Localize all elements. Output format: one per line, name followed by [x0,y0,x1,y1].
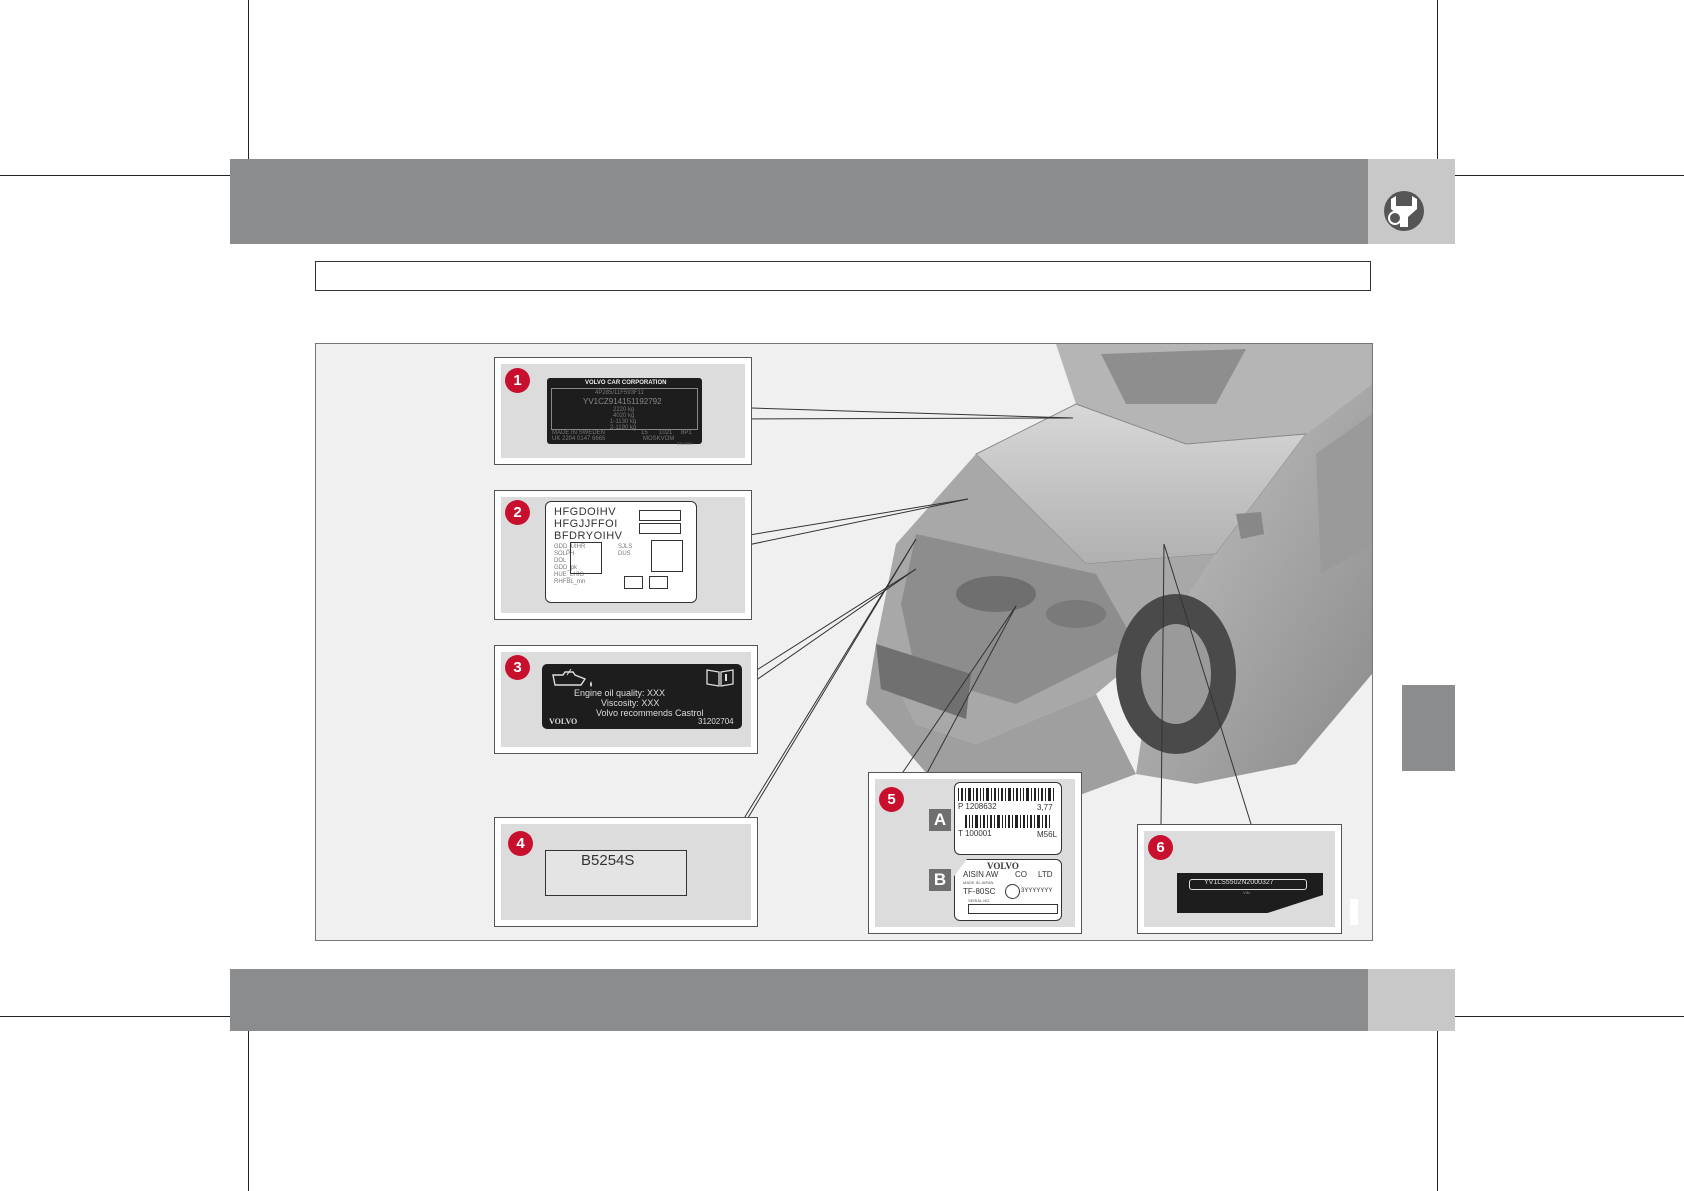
section-title-box [315,261,1371,291]
letter-a: A [929,809,951,831]
label-a-ratio: 3,77 [1037,803,1053,812]
label-2-small-mid-2: DUS [618,551,631,557]
barcode-bottom [965,815,1050,828]
label-2-small-2: SOLPH [554,551,575,557]
label-2-card: HFGDOIHV HFGJJFFOI BFDRYOIHV GDD_UIHR SO… [545,501,697,603]
panel-3-oil-label: 3 Engine oil quality: XXX Viscosity: XXX… [494,645,758,754]
oil-part-number: 31202704 [698,717,734,726]
type-plate-corporation: VOLVO CAR CORPORATION [585,380,667,386]
footer-page-cell [1368,969,1455,1031]
oil-label: Engine oil quality: XXX Viscosity: XXX V… [542,664,742,729]
manual-book-icon [706,669,734,687]
type-plate-tiny-code: 5314000 [677,441,693,446]
label-b-circle [1005,884,1020,899]
panel-5-gearbox-labels: 5 A B P 1208632 3,77 T 100001 M56L VOLVO… [868,772,1082,934]
label-b-maker-3: LTD [1038,870,1053,879]
label-2-line-2: HFGJJFFOI [554,518,618,530]
header-icon-cell [1368,159,1455,244]
label-b-model: TF-80SC [963,887,996,896]
label-2-small-5: HUE_LHIG [554,572,585,578]
vin-strip-tiny: VIN [1243,890,1250,895]
crop-mark [0,1016,230,1017]
label-a-t: T 100001 [958,829,992,838]
vin-strip-window [1189,879,1307,890]
panel-4-engine-code: 4 B5254S [494,817,758,927]
badge-2: 2 [505,500,530,525]
label-a-card: P 1208632 3,77 T 100001 M56L [954,782,1062,855]
label-2-box-b [639,523,681,534]
type-plate-bottom-mid2: 1021 [659,430,673,436]
vin-strip-text: YV1LS5502N2000327 [1204,879,1274,886]
type-plate-bottom-mid: 15 [641,430,648,436]
footer-band [230,969,1368,1031]
label-2-box-a [639,510,681,521]
badge-6: 6 [1148,835,1173,860]
chapter-side-tab [1402,685,1455,771]
letter-b: B [929,869,951,891]
crop-mark [1455,1016,1684,1017]
label-2-small-mid-1: SJLS [618,544,633,550]
type-plate-type-code: 4P285/11F593F11 [595,390,644,396]
car-illustration [718,344,1372,867]
label-b-maker-1: AISIN AW [963,870,999,879]
label-2-small-3: DOL [554,558,567,564]
label-2-rect-d [649,576,668,589]
badge-1: 1 [505,368,530,393]
crop-mark [248,1031,249,1191]
type-plate-made-in: MADE IN SWEDEN [552,430,606,436]
figure-marker [1350,899,1358,925]
type-plate-vin: YV1CZ914151192792 [583,397,662,406]
crop-mark [248,0,249,176]
label-location-figure: 1 VOLVO CAR CORPORATION 4P285/11F593F11 … [315,343,1373,941]
label-b-yyyy: 3YYYYYYY [1021,888,1053,894]
crop-mark [1437,0,1438,176]
type-plate-code-right: 8P1 [681,430,692,436]
type-plate-bottom-right: MOSKVOM [643,436,675,442]
type-plate-frame [551,388,698,430]
oil-recommend-text: Volvo recommends Castrol [596,708,704,718]
label-b-brand: VOLVO [987,861,1019,871]
barcode-top [958,788,1054,801]
label-b-made: MADE IN JAPAN [963,880,994,885]
label-2-rect-c [624,576,643,589]
label-b-card: VOLVO AISIN AW CO LTD MADE IN JAPAN TF-8… [954,859,1062,921]
label-a-code: M56L [1037,830,1058,839]
label-2-line-1: HFGDOIHV [554,506,617,518]
type-plate-weight-2: 4020 kg [613,413,635,419]
badge-5: 5 [879,787,904,812]
label-2-small-1: GDD_UIHR [554,544,586,550]
label-2-small-6: RHFBL_mn [554,579,586,585]
panel-2-label: 2 HFGDOIHV HFGJJFFOI BFDRYOIHV GDD_UIHR … [494,490,752,620]
label-2-square-b [651,540,683,572]
engine-code-text: B5254S [581,852,635,869]
panel-6-vin-label: 6 YV1LS5502N2000327 VIN [1137,824,1342,934]
panel-1-type-plate: 1 VOLVO CAR CORPORATION 4P285/11F593F11 … [494,357,752,465]
label-2-small-4: GDD_pk [554,565,578,571]
label-a-p: P 1208632 [958,802,997,811]
type-plate-weight-4: 2-1190 kg [610,425,637,431]
type-plate-label: VOLVO CAR CORPORATION 4P285/11F593F11 YV… [547,378,702,446]
label-b-maker-2: CO [1015,870,1027,879]
type-plate-weight-3: 1-1130 kg [610,419,637,425]
badge-4: 4 [508,831,533,856]
crop-mark [0,175,230,176]
label-2-line-3: BFDRYOIHV [554,530,623,542]
badge-3: 3 [505,655,530,680]
crop-mark [1455,175,1684,176]
oil-can-icon [552,668,592,687]
engine-code-plate: B5254S [545,850,687,896]
crop-mark [1437,1031,1438,1191]
wrench-gear-icon [1384,191,1424,231]
label-2-square-a [570,542,602,574]
label-b-serial: SERIAL NO. [968,898,991,903]
oil-volvo-brand: VOLVO [549,717,578,726]
header-band [230,159,1368,244]
type-plate-weight-1: 2220 kg [613,407,635,413]
oil-quality-text: Engine oil quality: XXX [574,688,666,698]
type-plate-bottom-left: UK 2204 0147 6665 [552,436,606,442]
label-b-serial-box [968,904,1058,914]
oil-viscosity-text: Viscosity: XXX [601,698,660,708]
